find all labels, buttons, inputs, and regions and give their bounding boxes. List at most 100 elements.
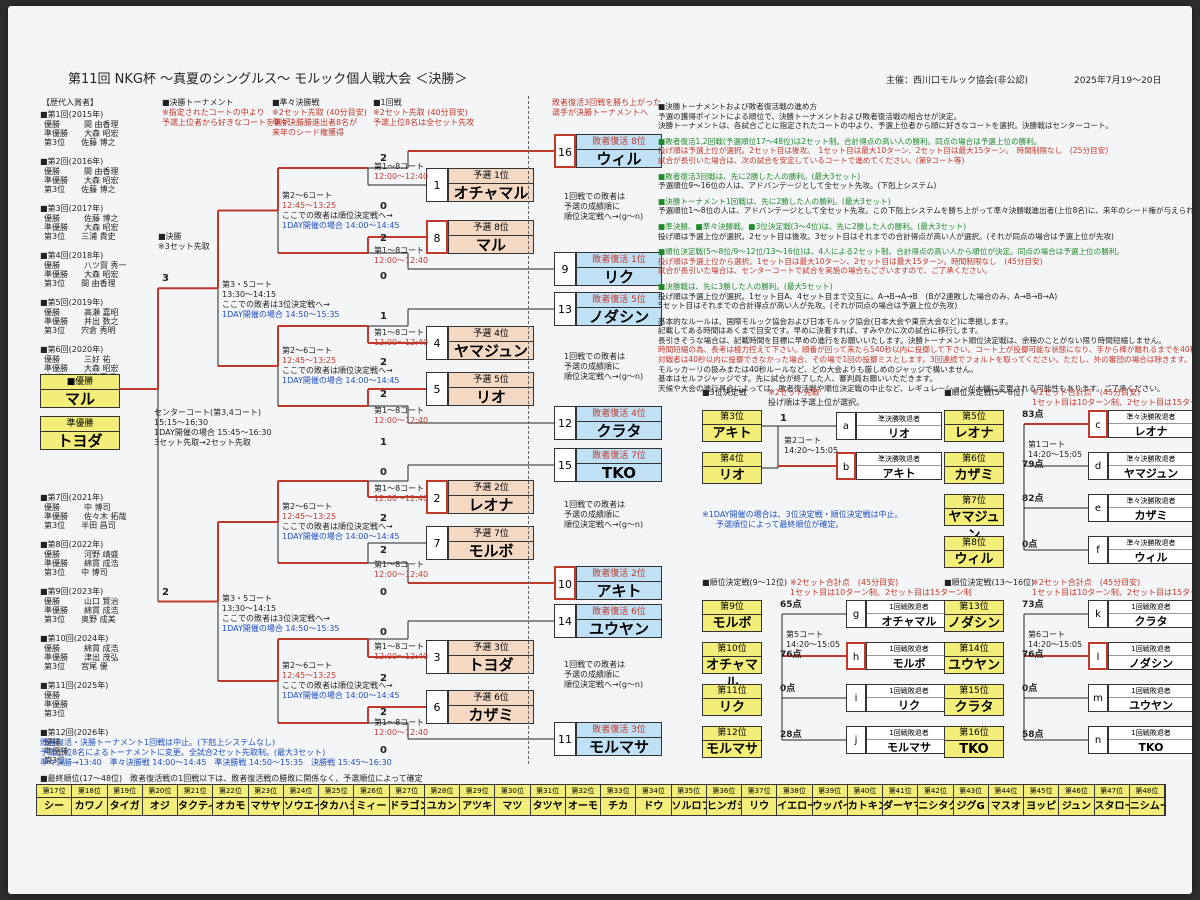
history-line: 優勝 間 由香理 <box>44 167 119 176</box>
sf-note-line: 1DAY開催の場合 14:50～15:35 <box>222 623 340 633</box>
history-line: 準優勝 大森 昭宏 <box>44 176 119 185</box>
slot-box: 準々決勝敗退者ウィル <box>1108 536 1192 564</box>
note-line: ※2セット先取 (40分目安) <box>272 108 367 117</box>
rule-line: ■敗者復活1,2回戦(予選順位17～48位)は2セット制。合計得点の高い人の勝利… <box>658 136 1042 146</box>
bracket-sheet: 第11回 NKG杯 ～真夏のシングルス～ モルック個人戦大会 ＜決勝＞ 主催：西… <box>8 6 1192 894</box>
history-line: 準優勝 <box>44 700 68 709</box>
revival-number: 16 <box>554 134 576 168</box>
revival-box: 敗者復活 4位クラタ <box>576 406 662 440</box>
champion-box: ■優勝 マル <box>40 374 120 408</box>
rank-label: 第28位 <box>424 785 459 798</box>
round1-header: ■1回戦※2セット先取 (40分目安)予選上位8名は全セット先攻 <box>373 98 474 128</box>
history-title: ■第10回(2024年) <box>40 634 109 643</box>
qf-note-line: 12:45～13:25 <box>282 671 337 680</box>
revival-label: 敗者復活 5位 <box>577 293 661 308</box>
place-label: 第7位 <box>945 495 1003 509</box>
win-count: 1 <box>380 311 387 322</box>
rank-name: マツ <box>502 801 523 812</box>
rank-cell: 第43位ジグG <box>953 785 989 815</box>
place-label: 第6位 <box>945 453 1003 467</box>
score: 79点 <box>1022 460 1044 470</box>
rule-line: 予選の獲得ポイントによる順位で、決勝トーナメントおよび敗者復活戦の組合せが決定。 <box>658 111 962 121</box>
rank-label: 第44位 <box>988 785 1023 798</box>
rule-line: ■決勝トーナメント1回戦は、先に2勝した人の勝利。(最大3セット) <box>658 196 891 206</box>
rank-cell: 第37位リウ <box>742 785 778 815</box>
rank-cell: 第33位チカ <box>601 785 637 815</box>
rank-cell: 第42位ニシタク <box>918 785 954 815</box>
slot-letter: m <box>1088 684 1108 712</box>
loser-note-line: 予選の成績順に <box>564 670 620 679</box>
seed-name: カザミ <box>468 706 514 724</box>
history-line: 第3位 半田 昌司 <box>44 521 116 530</box>
rank-cell: 第25位タカハシ <box>319 785 355 815</box>
rule-line: ■決勝トーナメントおよび敗者復活戦の進め方 <box>658 102 818 111</box>
note-line: 予選上位者から好きなコートを選択 <box>162 118 290 127</box>
score: 76点 <box>780 650 802 660</box>
revival-box: 敗者復活 1位リク <box>576 252 662 286</box>
slot-name: アキト <box>882 467 916 480</box>
history-title: ■第6回(2020年) <box>40 345 104 354</box>
sf-note-line: 1DAY開催の場合 14:50～15:35 <box>222 310 340 320</box>
third-rule: 投げ順は予選上位が選択。 <box>768 398 864 407</box>
rank-label: 第19位 <box>107 785 142 798</box>
place-label: 第9位 <box>703 601 761 615</box>
rank-label: 第31位 <box>530 785 565 798</box>
seed-label: 予選 3位 <box>449 641 533 656</box>
rank-name: カトキン <box>847 801 882 812</box>
history-line: 優勝 高瀬 嘉昭 <box>44 308 119 317</box>
rule-line: 決勝トーナメントは、各試合ごとに指定されたコートの中より、予選上位者から順に好き… <box>658 121 1114 131</box>
loser-note-line: 順位決定戦へ→(g～n) <box>564 372 644 381</box>
slot-name: モルボ <box>892 657 926 670</box>
history-line: 準優勝 綿貫 成浩 <box>44 606 119 615</box>
court-time: 12:00～12:40 <box>374 256 429 265</box>
rank-label: 第18位 <box>72 785 107 798</box>
rule-line: 天候や大会の進行具合によっては、敗者復活戦や順位決定戦の中止など、レギュレーショ… <box>658 383 1165 393</box>
history-heading: 【歴代入賞者】 <box>42 98 98 107</box>
sf-note-line: 13:30～14:15 <box>222 290 277 300</box>
qf-note-line: ここでの敗者は順位決定戦へ→ <box>282 210 393 220</box>
win-count: 0 <box>380 587 387 598</box>
slot-label: 準決勝敗退者 <box>857 413 941 426</box>
qf-note-line: ここでの敗者は順位決定戦へ→ <box>282 681 393 690</box>
slot-box: 1回戦敗退者モルボ <box>866 642 952 670</box>
seed-label: 予選 8位 <box>449 221 533 236</box>
slot-label: 1回戦敗退者 <box>1109 685 1192 698</box>
note-line: 来年のシード権獲得 <box>272 128 344 137</box>
history-line: 第3位 佐藤 博之 <box>44 185 116 194</box>
win-count: 2 <box>380 545 387 556</box>
qf-note-line: 12:45～13:25 <box>282 512 337 521</box>
place-name: モルボ <box>712 616 752 631</box>
rank-label: 第20位 <box>142 785 177 798</box>
third-court: 14:20～15:05 <box>784 446 839 455</box>
rule-line: 基本はセルフジャッジです。先に試合が終了した人、審判員お願いいただきます。 <box>658 374 938 384</box>
place-box: 第12位モルマサ <box>702 726 762 758</box>
place-box: 第11位リク <box>702 684 762 716</box>
rank-cell: 第36位ヒンガシ <box>706 785 742 815</box>
note-line: 予選上位8名によるトーナメントに変更。全試合2セット先取制。(最大3セット) <box>40 748 326 757</box>
history-title: ■第5回(2019年) <box>40 298 104 307</box>
revival-number: 12 <box>554 406 576 440</box>
win-count: 0 <box>380 201 387 212</box>
court-name: 第1～8コート <box>374 484 425 493</box>
history-line: 第3位 宍倉 秀明 <box>44 326 116 335</box>
seed-label: 予選 5位 <box>449 373 533 388</box>
rule-line: 予選順位1～8位の人は、アドバンテージとして全セット先攻。この下剋上システムを勝… <box>658 206 1192 216</box>
rank-cell: 第24位ソウエイ <box>283 785 319 815</box>
place-label: 第16位 <box>945 727 1003 741</box>
qf-note-line: 1DAY開催の場合 14:00～14:45 <box>282 532 400 541</box>
history-title: ■第8回(2022年) <box>40 540 104 549</box>
win-count: 3 <box>162 273 169 285</box>
history-title: ■第4回(2018年) <box>40 251 104 260</box>
seed-name: ヤマジュン <box>454 342 528 360</box>
win-count: 0 <box>380 271 387 282</box>
place-label: 第15位 <box>945 685 1003 699</box>
slot-letter: b <box>836 452 856 480</box>
history-title: ■第12回(2026年) <box>40 728 109 737</box>
final-ranks-table: 第17位シー第18位カワノ第19位タイガ第20位オジ第21位タクティー第22位オ… <box>36 784 1166 816</box>
rule-line: 投げ順は予選上位が選択。2セット目は後攻。 1セット目は最大10ターン、2セット… <box>658 146 1109 156</box>
rank-cell: 第45位ヨッピ <box>1024 785 1060 815</box>
loser-note-line: 順位決定戦へ→(g～n) <box>564 680 644 689</box>
place-box: 第13位ノダシン <box>944 600 1004 632</box>
court-name: 第1～8コート <box>374 406 425 415</box>
rank-label: 第39位 <box>812 785 847 798</box>
